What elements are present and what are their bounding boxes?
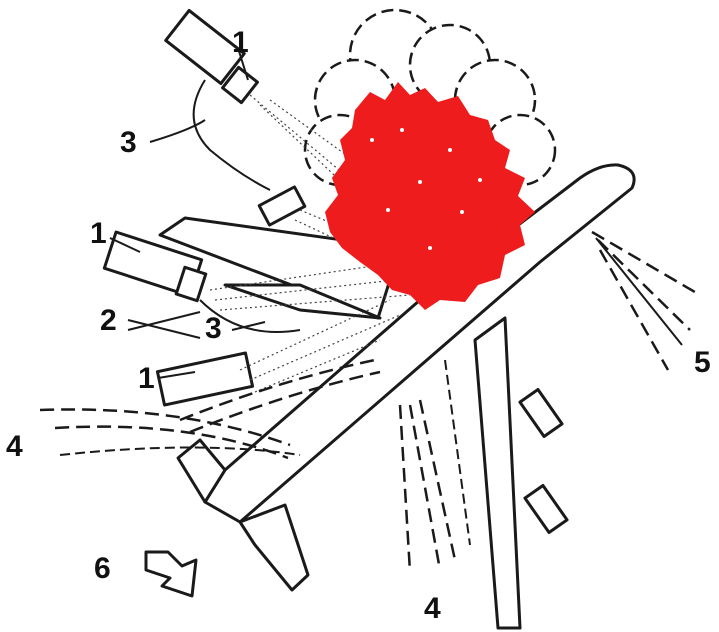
label-1-left: 1	[90, 217, 107, 250]
engine-right	[520, 389, 567, 532]
label-2: 2	[100, 304, 117, 337]
label-3-top: 3	[120, 126, 137, 159]
label-1-lower: 1	[138, 362, 155, 395]
aircraft-wing-right	[475, 318, 520, 628]
aircraft-tail	[240, 505, 308, 590]
label-3-mid: 3	[205, 312, 222, 345]
label-4-bottom: 4	[424, 592, 441, 625]
wind-arrow-icon	[146, 552, 196, 596]
label-1-top: 1	[232, 26, 249, 59]
fire-truck-center	[259, 187, 305, 225]
fire-truck-lower	[157, 353, 252, 405]
label-6: 6	[94, 552, 111, 585]
label-4-left: 4	[6, 430, 23, 463]
flow-lines-bottom	[400, 360, 470, 572]
label-5: 5	[694, 346, 711, 379]
flow-lines-right	[592, 232, 700, 370]
